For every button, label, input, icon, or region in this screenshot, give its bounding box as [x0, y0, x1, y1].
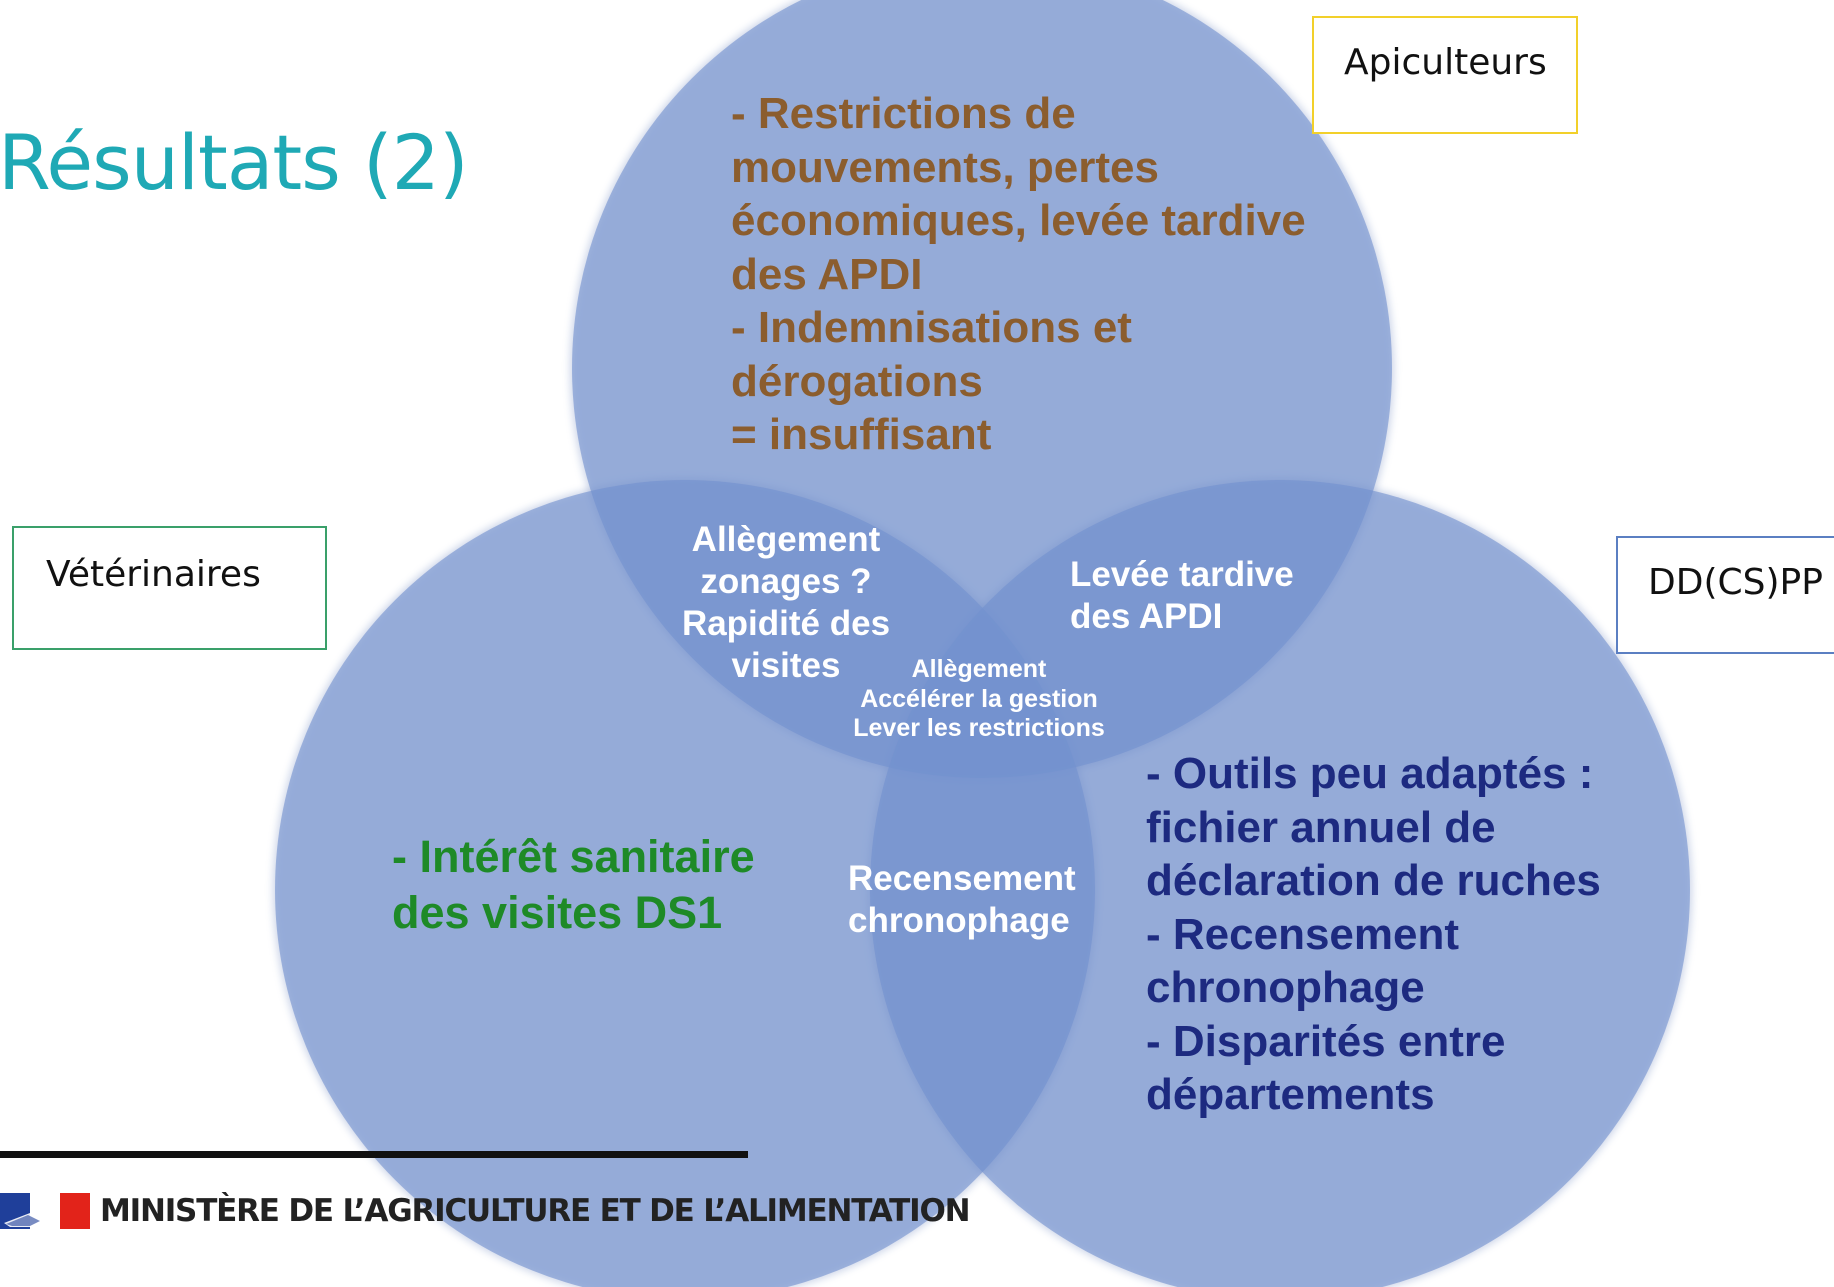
text-line: = insuffisant: [731, 410, 992, 459]
text-line: zonages ?: [700, 562, 872, 601]
text-line: Levée tardive: [1070, 555, 1294, 594]
beekeepers-vets-overlap-text: Allègement zonages ? Rapidité des visite…: [656, 519, 916, 687]
footer-divider: [0, 1151, 748, 1158]
dd-label-box: DD(CS)PP: [1616, 536, 1834, 654]
vets-dd-overlap-text: Recensement chronophage: [848, 858, 1076, 942]
vets-label-box: Vétérinaires: [12, 526, 327, 650]
text-line: visites: [731, 646, 841, 685]
marianne-logo-icon: [0, 1193, 90, 1229]
dd-only-text: - Outils peu adaptés : fichier annuel de…: [1146, 747, 1601, 1122]
text-line: des visites DS1: [392, 887, 723, 938]
vets-only-text: - Intérêt sanitaire des visites DS1: [392, 829, 755, 941]
text-line: - Disparités entre: [1146, 1016, 1506, 1066]
ministry-name: MINISTÈRE DE L’AGRICULTURE ET DE L’ALIME…: [100, 1193, 971, 1229]
text-line: - Outils peu adaptés :: [1146, 749, 1594, 798]
text-line: des APDI: [1070, 597, 1223, 636]
center-overlap-text: Allègement Accélérer la gestion Lever le…: [834, 655, 1124, 744]
text-line: Rapidité des: [681, 604, 891, 643]
text-line: - Restrictions de: [731, 89, 1076, 138]
text-line: - Intérêt sanitaire: [392, 831, 755, 882]
text-line: départements: [1146, 1070, 1435, 1119]
text-line: économiques, levée tardive: [731, 196, 1306, 245]
text-line: Recensement: [848, 859, 1076, 898]
vets-label: Vétérinaires: [46, 554, 261, 595]
beekeepers-dd-overlap-text: Levée tardive des APDI: [1070, 554, 1294, 638]
page-title: Résultats (2): [0, 118, 469, 207]
dd-label: DD(CS)PP: [1648, 562, 1823, 603]
text-line: Accélérer la gestion: [860, 684, 1098, 713]
text-line: - Indemnisations et: [731, 303, 1132, 352]
text-line: Lever les restrictions: [853, 714, 1105, 742]
beekeepers-only-text: - Restrictions de mouvements, pertes éco…: [731, 87, 1306, 462]
text-line: des APDI: [731, 249, 923, 299]
text-line: fichier annuel de: [1146, 802, 1496, 852]
text-line: chronophage: [848, 901, 1070, 940]
text-line: mouvements, pertes: [731, 142, 1159, 192]
text-line: dérogations: [731, 356, 983, 406]
text-line: déclaration de ruches: [1146, 856, 1601, 905]
text-line: Allègement: [691, 520, 881, 559]
text-line: - Recensement: [1146, 909, 1460, 959]
beekeepers-label-box: Apiculteurs: [1312, 16, 1578, 134]
text-line: chronophage: [1146, 963, 1425, 1012]
circle-vets: [275, 480, 1095, 1287]
text-line: Allègement: [911, 655, 1047, 683]
circle-dd: [870, 480, 1690, 1287]
beekeepers-label: Apiculteurs: [1344, 42, 1547, 83]
